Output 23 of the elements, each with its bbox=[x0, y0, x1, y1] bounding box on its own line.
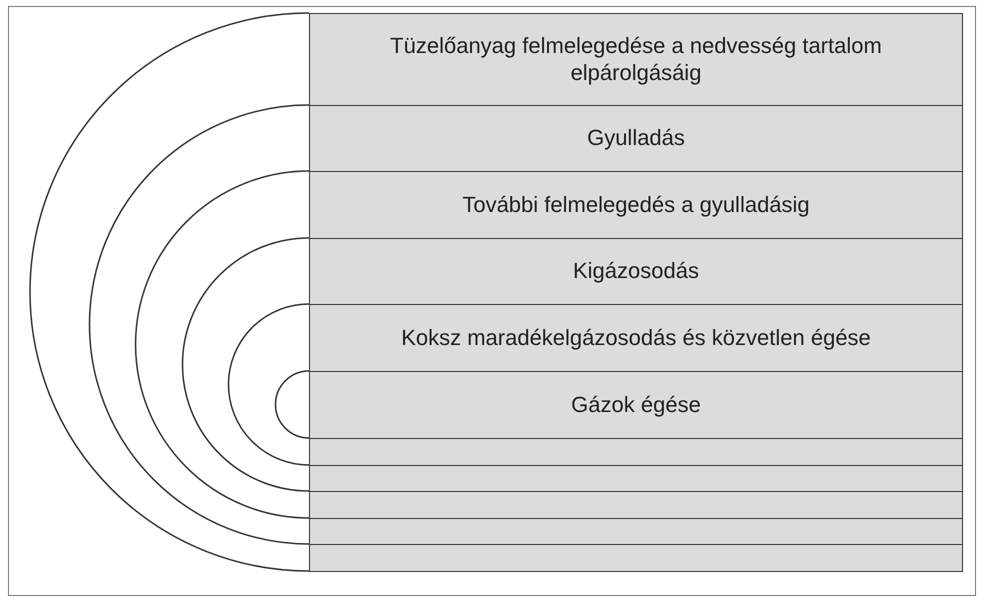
arc-connector bbox=[228, 303, 310, 466]
stage-band bbox=[309, 171, 963, 239]
stage-band bbox=[309, 465, 963, 492]
stage-band bbox=[309, 105, 963, 172]
stage-label: További felmelegedés a gyulladásig bbox=[462, 192, 810, 218]
arc-connector bbox=[274, 370, 310, 439]
stage-band bbox=[309, 491, 963, 519]
stage-band bbox=[309, 13, 963, 106]
stage-label: Gyulladás bbox=[587, 125, 685, 152]
stage-label: Kigázosodás bbox=[573, 258, 699, 285]
stage-band bbox=[309, 518, 963, 545]
stage-label: Gázok égése bbox=[571, 392, 701, 418]
stage-band bbox=[309, 238, 963, 305]
stage-band bbox=[309, 304, 963, 372]
stage-band bbox=[309, 544, 963, 572]
stage-band bbox=[309, 371, 963, 439]
stage-label: Koksz maradékelgázosodás és közvetlen égése bbox=[401, 324, 871, 352]
stage-band bbox=[309, 438, 963, 466]
arc-connector bbox=[182, 237, 310, 492]
arc-connector bbox=[135, 170, 310, 519]
arc-connector bbox=[89, 104, 310, 545]
arc-connector bbox=[30, 12, 310, 572]
stage-label: Tüzelőanyag felmelegedése a nedvesség tartalom elpárolgásáig bbox=[389, 33, 883, 86]
